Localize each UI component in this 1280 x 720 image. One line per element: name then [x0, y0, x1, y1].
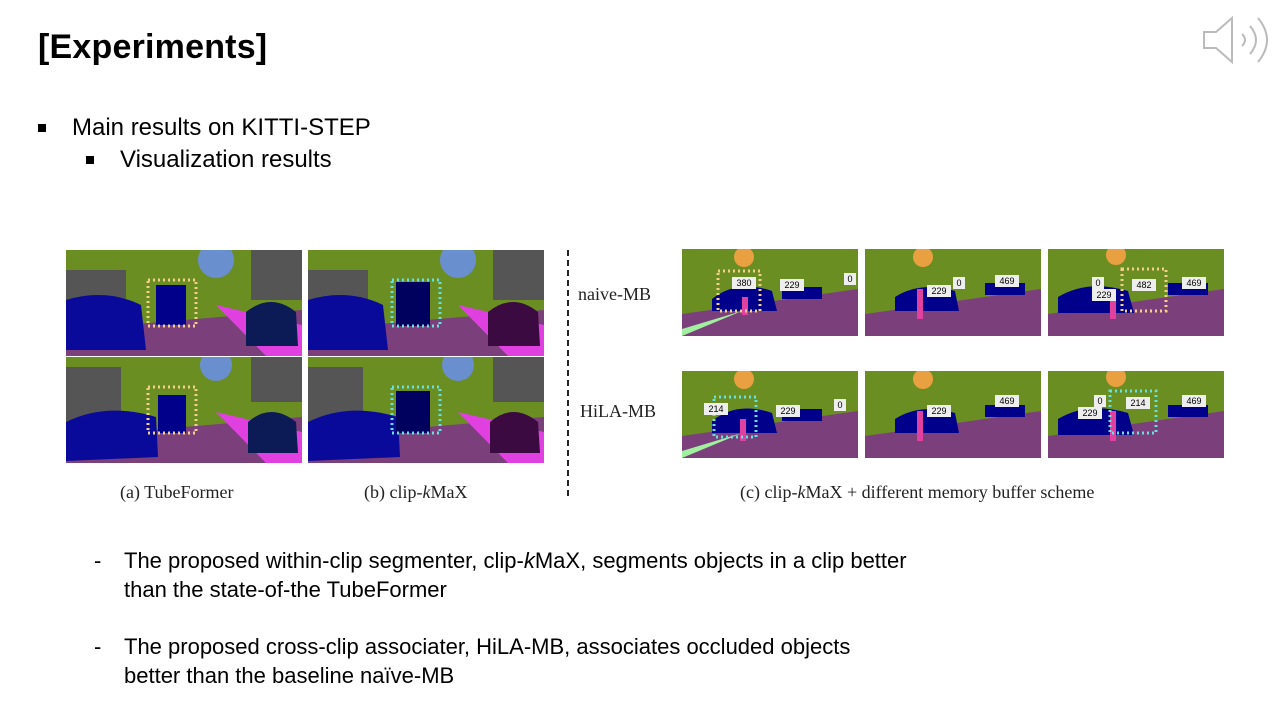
bullet-square-icon [86, 156, 94, 164]
caption-a: (a) TubeFormer [120, 482, 234, 502]
id-label: 469 [1186, 396, 1201, 406]
tubeformer-frame-2 [66, 357, 302, 463]
id-label: 229 [784, 280, 799, 290]
bullet-visualization: Visualization results [86, 146, 332, 174]
id-badge [1092, 277, 1104, 289]
id-badge [995, 395, 1019, 407]
id-badge [1078, 407, 1102, 419]
id-label: 229 [1082, 408, 1097, 418]
note-cross-clip-text: The proposed cross-clip associater, HiLA… [124, 634, 851, 688]
figure-divider [567, 250, 569, 496]
id-badge [1094, 395, 1106, 407]
id-badge [1182, 395, 1206, 407]
id-badge [953, 277, 965, 289]
note-within-clip: - The proposed within-clip segmenter, cl… [94, 546, 924, 604]
bullet-main-results: Main results on KITTI-STEP [38, 114, 371, 142]
id-label: 469 [999, 276, 1014, 286]
caption-b: (b) clip-kMaX [364, 482, 467, 503]
id-label: 229 [931, 286, 946, 296]
caption-b-k: k [422, 482, 431, 502]
naive-mb-frame-1: 380 229 0 [682, 249, 858, 336]
id-label: 214 [1130, 398, 1145, 408]
speaker-icon[interactable] [1198, 10, 1276, 70]
id-label: 469 [999, 396, 1014, 406]
id-badge [1126, 397, 1150, 409]
id-label: 380 [736, 278, 751, 288]
id-label: 469 [1186, 278, 1201, 288]
note-cross-clip: - The proposed cross-clip associater, Hi… [94, 632, 884, 690]
clip-kmax-frame-1 [308, 250, 544, 356]
note-dash: - [94, 548, 102, 573]
caption-c-k: k [797, 482, 806, 502]
id-badge [776, 405, 800, 417]
id-badge [995, 275, 1019, 287]
note-within-clip-text: The proposed within-clip segmenter, clip… [124, 546, 924, 604]
id-label: 0 [956, 278, 961, 288]
id-badge [704, 403, 728, 415]
id-badge [732, 277, 756, 289]
id-label: 482 [1136, 280, 1151, 290]
tubeformer-frame-1 [66, 250, 302, 356]
bullet-main-results-text: Main results on KITTI-STEP [72, 114, 371, 141]
note-1-prefix: The proposed within-clip segmenter, clip… [124, 548, 524, 573]
id-badge [927, 285, 951, 297]
caption-c-suffix: MaX + different memory buffer scheme [805, 482, 1095, 502]
id-label: 0 [1095, 278, 1100, 288]
id-badge [780, 279, 804, 291]
id-badge [1092, 289, 1116, 301]
row-label-naive-mb: naive-MB [578, 284, 651, 304]
id-badge [844, 273, 856, 285]
clip-kmax-frame-2 [308, 357, 544, 463]
id-label: 229 [931, 406, 946, 416]
caption-b-suffix: MaX [430, 482, 468, 502]
id-badge [1132, 279, 1156, 291]
caption-c: (c) clip-kMaX + different memory buffer … [740, 482, 1094, 503]
slide-title: [Experiments] [38, 28, 268, 66]
hila-mb-frame-3: 229 0 214 469 [1048, 371, 1224, 458]
bullet-visualization-text: Visualization results [120, 146, 332, 173]
note-1-suffix: MaX, segments objects in a clip better t… [124, 548, 907, 602]
note-1-k: k [523, 548, 535, 573]
bullet-square-icon [38, 124, 46, 132]
caption-b-prefix: (b) clip- [364, 482, 423, 502]
caption-c-prefix: (c) clip- [740, 482, 798, 502]
id-label: 0 [837, 400, 842, 410]
naive-mb-frame-2: 229 0 469 [865, 249, 1041, 336]
id-badge [1182, 277, 1206, 289]
id-label: 0 [847, 274, 852, 284]
hila-mb-frame-2: 229 469 [865, 371, 1041, 458]
id-label: 0 [1097, 396, 1102, 406]
id-badge [927, 405, 951, 417]
id-label: 214 [708, 404, 723, 414]
note-dash: - [94, 634, 102, 659]
id-badge [834, 399, 846, 411]
hila-mb-frame-1: 214 229 0 [682, 371, 858, 458]
id-label: 229 [1096, 290, 1111, 300]
naive-mb-frame-3: 229 0 482 469 [1048, 249, 1224, 336]
row-label-hila-mb: HiLA-MB [580, 401, 656, 421]
id-label: 229 [780, 406, 795, 416]
